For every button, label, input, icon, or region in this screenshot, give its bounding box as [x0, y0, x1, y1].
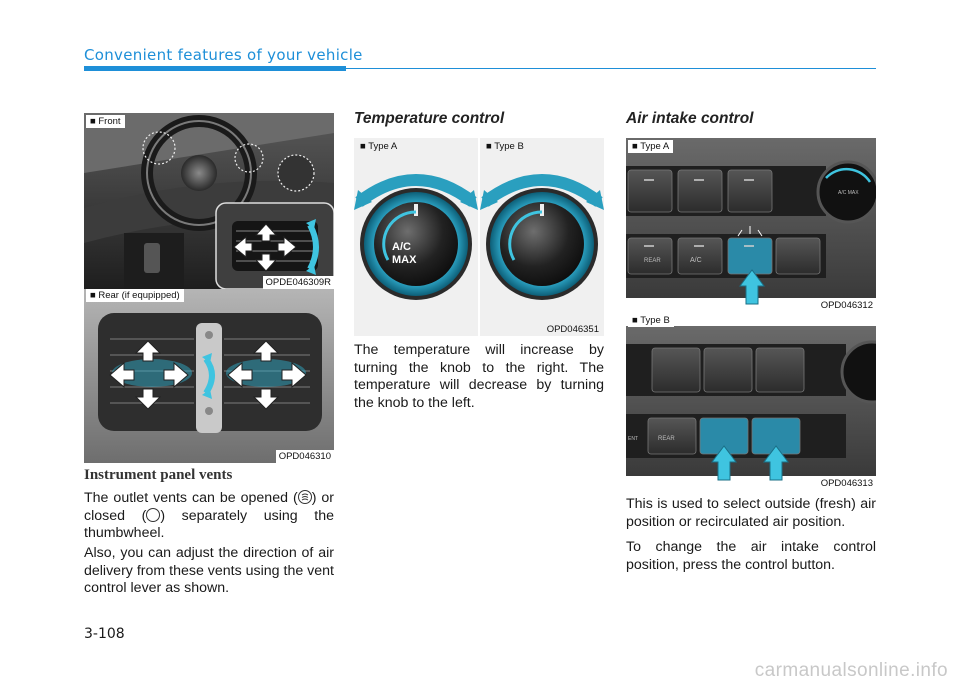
btn-ent-b: ENT — [628, 436, 638, 442]
btn-ac-a: A/C — [690, 257, 702, 264]
figure-label-front: ■ Front — [86, 115, 125, 128]
air-intake-panel-b: REAR ENT — [626, 326, 876, 481]
header-rule — [84, 66, 346, 71]
page-number: 3-108 — [84, 626, 125, 642]
figure-label-temp-b: ■ Type B — [486, 141, 524, 152]
temperature-title: Temperature control — [354, 110, 505, 127]
section-header: Convenient features of your vehicle — [84, 46, 363, 64]
air-intake-paragraph-1: This is used to select outside (fresh) a… — [626, 496, 876, 530]
vents-p1-part-a: The outlet vents can be opened ( — [84, 490, 298, 506]
vents-heading: Instrument panel vents — [84, 467, 233, 483]
vents-paragraph-1: The outlet vents can be opened () or clo… — [84, 490, 334, 543]
figure-code-air-b: OPD046313 — [817, 477, 876, 490]
temperature-figure: A/C MAX ■ Type A ■ Type B OPD046351 — [354, 138, 604, 336]
air-intake-figure-a: REAR A/C A/C MAX ■ Type A OPD046312 — [626, 138, 876, 312]
air-intake-title: Air intake control — [626, 110, 754, 127]
knob-text-a: A/C MAX — [838, 190, 859, 196]
rear-vents-figure: ■ Rear (if equpipped) OPD046310 — [84, 289, 334, 463]
figure-code-air-a: OPD046312 — [817, 299, 876, 312]
knob-type-a — [354, 174, 478, 300]
header-rule-thin — [346, 68, 876, 69]
figure-label-rear: ■ Rear (if equpipped) — [86, 289, 184, 302]
vents-p1-part-b: ) or closed ( — [84, 490, 335, 524]
rear-vents-illustration — [84, 289, 334, 463]
temperature-knobs-illustration: A/C MAX — [354, 138, 604, 336]
vents-paragraph-2: Also, you can adjust the direction of ai… — [84, 545, 334, 596]
knob-type-b — [480, 174, 604, 300]
btn-rear-b: REAR — [658, 436, 675, 442]
vent-closed-icon — [146, 507, 161, 522]
temperature-paragraph: The temperature will increase by turning… — [354, 342, 604, 411]
air-intake-figure-b: REAR ENT ■ Type B OPD046313 — [626, 312, 876, 490]
air-intake-panel-a: REAR A/C A/C MAX — [626, 138, 876, 305]
figure-code-temp: OPD046351 — [546, 324, 599, 335]
figure-label-air-b: ■ Type B — [628, 314, 674, 327]
btn-rear-a: REAR — [644, 258, 661, 264]
knob-a-text-1: A/C — [392, 241, 411, 253]
figure-label-temp-a: ■ Type A — [360, 141, 398, 152]
vent-open-icon — [297, 490, 312, 504]
figure-label-air-a: ■ Type A — [628, 140, 674, 153]
watermark: carmanualsonline.info — [754, 660, 948, 681]
knob-a-text-2: MAX — [392, 254, 417, 266]
figure-code-front: OPDE046309R — [262, 276, 334, 289]
vents-p1-part-c: ) separately using the thumbwheel. — [84, 507, 334, 542]
figure-code-rear: OPD046310 — [275, 450, 334, 463]
air-intake-paragraph-2: To change the air intake control positio… — [626, 539, 876, 573]
front-vents-illustration — [84, 113, 334, 289]
front-vents-figure: ■ Front OPDE046309R — [84, 113, 334, 289]
